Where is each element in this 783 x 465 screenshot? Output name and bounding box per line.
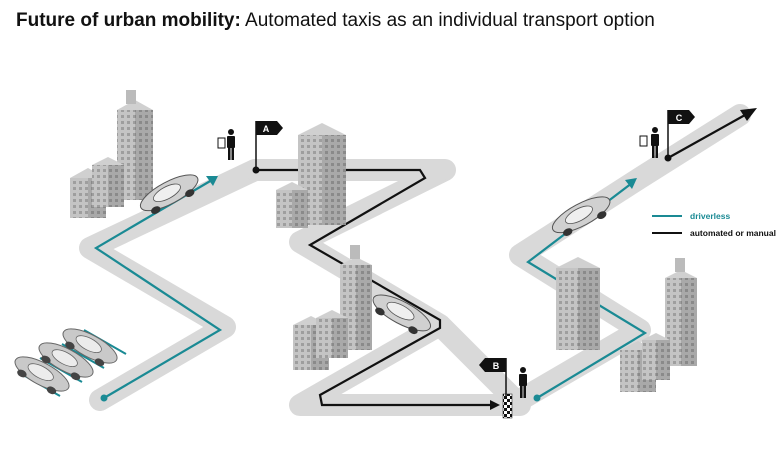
flag-a: A xyxy=(255,121,283,168)
legend-manual-label: automated or manual xyxy=(690,228,776,238)
route-manual-middle xyxy=(256,168,495,407)
flag-b-label: B xyxy=(493,361,500,371)
building-group-center-top xyxy=(276,123,346,228)
flag-c-label: C xyxy=(676,113,683,123)
legend: driverless automated or manual xyxy=(652,211,776,238)
arrow-head-middle xyxy=(490,400,500,410)
point-a-dot xyxy=(252,166,260,174)
page-title: Future of urban mobility: Automated taxi… xyxy=(16,10,655,32)
finish-checker xyxy=(502,393,513,419)
route-manual-final xyxy=(667,114,746,159)
car-moving-1 xyxy=(139,174,199,214)
route-driverless-left xyxy=(93,179,223,399)
arrow-head-final xyxy=(740,108,757,121)
road-right xyxy=(509,104,751,411)
title-rest: Automated taxis as an individual transpo… xyxy=(240,10,655,31)
title-bold: Future of urban mobility: xyxy=(16,10,241,31)
arrow-head-right xyxy=(625,178,637,189)
building-group-center xyxy=(293,245,372,370)
car-parked-2 xyxy=(38,342,94,381)
car-parked-1 xyxy=(14,356,70,395)
flag-a-label: A xyxy=(263,124,270,134)
building-group-left xyxy=(70,90,153,218)
person-icon-c xyxy=(639,127,659,158)
flag-b: B xyxy=(479,358,507,396)
car-moving-3 xyxy=(551,196,611,236)
car-parked-3 xyxy=(62,328,118,367)
building-group-right xyxy=(556,257,697,392)
person-icon-b xyxy=(519,367,527,398)
legend-driverless-label: driverless xyxy=(690,211,730,221)
person-icon-a xyxy=(217,129,235,160)
flag-c: C xyxy=(667,110,695,156)
point-c-dot xyxy=(664,154,672,162)
arrow-head-left xyxy=(206,176,218,186)
point-b-dot xyxy=(533,394,541,402)
car-moving-2 xyxy=(372,294,432,335)
route-start-dot xyxy=(100,394,108,402)
